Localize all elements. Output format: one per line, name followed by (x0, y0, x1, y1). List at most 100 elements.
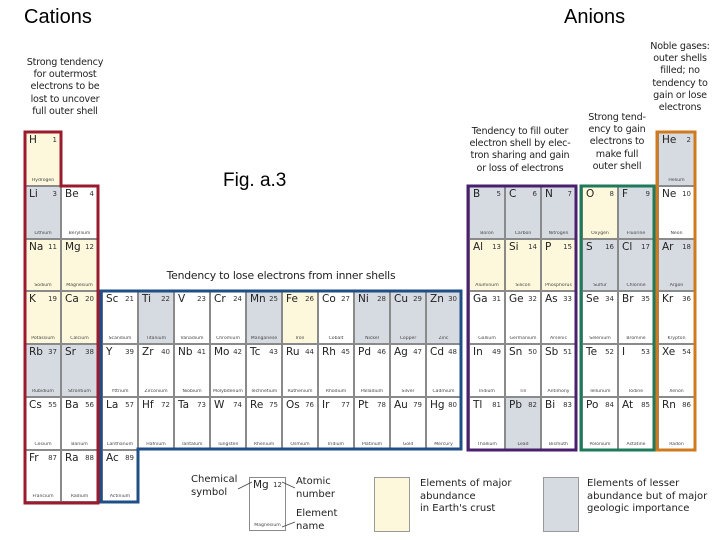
element-symbol: N (545, 188, 553, 200)
element-symbol: Y (106, 346, 113, 358)
atomic-number: 84 (605, 401, 614, 409)
atomic-number: 24 (233, 295, 242, 303)
atomic-number: 22 (161, 295, 170, 303)
atomic-number: 57 (125, 401, 134, 409)
atomic-number: 18 (682, 243, 691, 251)
atomic-number: 6 (532, 190, 537, 198)
element-symbol: Mn (250, 293, 266, 305)
element-symbol: Ac (106, 452, 119, 464)
element-symbol: Sr (65, 346, 76, 358)
atomic-number: 56 (85, 401, 94, 409)
key-sample-name: Magnesium (254, 523, 281, 528)
element-symbol: Ba (65, 399, 79, 411)
atomic-number: 34 (605, 295, 614, 303)
atomic-number: 44 (305, 348, 314, 356)
element-symbol: Au (394, 399, 408, 411)
element-name: Bismuth (549, 442, 568, 447)
element-symbol: O (586, 188, 595, 200)
element-name: Indium (479, 389, 495, 394)
annotation-halogens-line: electrons to (589, 136, 645, 148)
element-symbol: Cl (622, 241, 633, 253)
element-symbol: Be (65, 188, 79, 200)
element-name: Osmium (290, 442, 310, 447)
element-symbol: Si (509, 241, 519, 253)
element-name: Niobium (182, 389, 202, 394)
atomic-number: 32 (528, 295, 537, 303)
atomic-number: 2 (686, 136, 691, 144)
element-symbol: Nb (178, 346, 193, 358)
element-symbol: Mo (214, 346, 230, 358)
element-name: Chromium (216, 336, 240, 341)
element-symbol: Zr (142, 346, 154, 358)
atomic-number: 19 (48, 295, 57, 303)
atomic-number: 35 (641, 295, 650, 303)
element-symbol: Ir (322, 399, 330, 411)
element-symbol: Cu (394, 293, 408, 305)
atomic-number: 27 (341, 295, 350, 303)
legend-major-line: Elements of major (420, 478, 512, 489)
atomic-number: 74 (233, 401, 242, 409)
element-name: Magnesium (66, 283, 93, 288)
element-name: Calcium (70, 336, 89, 341)
element-symbol: Ar (662, 241, 674, 253)
element-name: Polonium (589, 442, 611, 447)
element-symbol: Os (286, 399, 300, 411)
atomic-number: 39 (125, 348, 134, 356)
element-name: Technetium (250, 389, 278, 394)
element-symbol: Po (586, 399, 599, 411)
element-name: Zinc (438, 336, 449, 341)
element-name: Sulfur (593, 283, 607, 288)
legend-lesser-line: abundance but of major (587, 490, 708, 502)
atomic-number: 79 (413, 401, 422, 409)
atomic-number: 37 (48, 348, 57, 356)
element-symbol: Tl (473, 399, 483, 411)
annotation-halogens-line: make full (595, 148, 639, 160)
element-name: Selenium (589, 336, 611, 341)
element-name: Xenon (669, 389, 684, 394)
atomic-number: 5 (496, 190, 501, 198)
element-name: Lithium (34, 231, 52, 236)
element-symbol: S (586, 241, 593, 253)
annotation-noble-line: filled; no (660, 65, 700, 77)
atomic-number: 41 (197, 348, 206, 356)
element-name: Fluorine (626, 231, 646, 236)
atomic-number: 81 (492, 401, 501, 409)
element-symbol: Br (622, 293, 634, 305)
element-name: Strontium (68, 389, 91, 394)
element-symbol: He (662, 134, 677, 146)
atomic-number: 45 (341, 348, 350, 356)
atomic-number: 10 (682, 190, 691, 198)
annotation-noble-line: tendency to (652, 77, 708, 89)
element-name: Bromine (626, 336, 646, 341)
figure-label: Fig. a.3 (223, 170, 287, 191)
element-name: Thallium (477, 442, 497, 447)
atomic-number: 43 (269, 348, 278, 356)
atomic-number: 3 (52, 190, 57, 198)
annotation-noble-line: gain or lose (653, 89, 707, 101)
